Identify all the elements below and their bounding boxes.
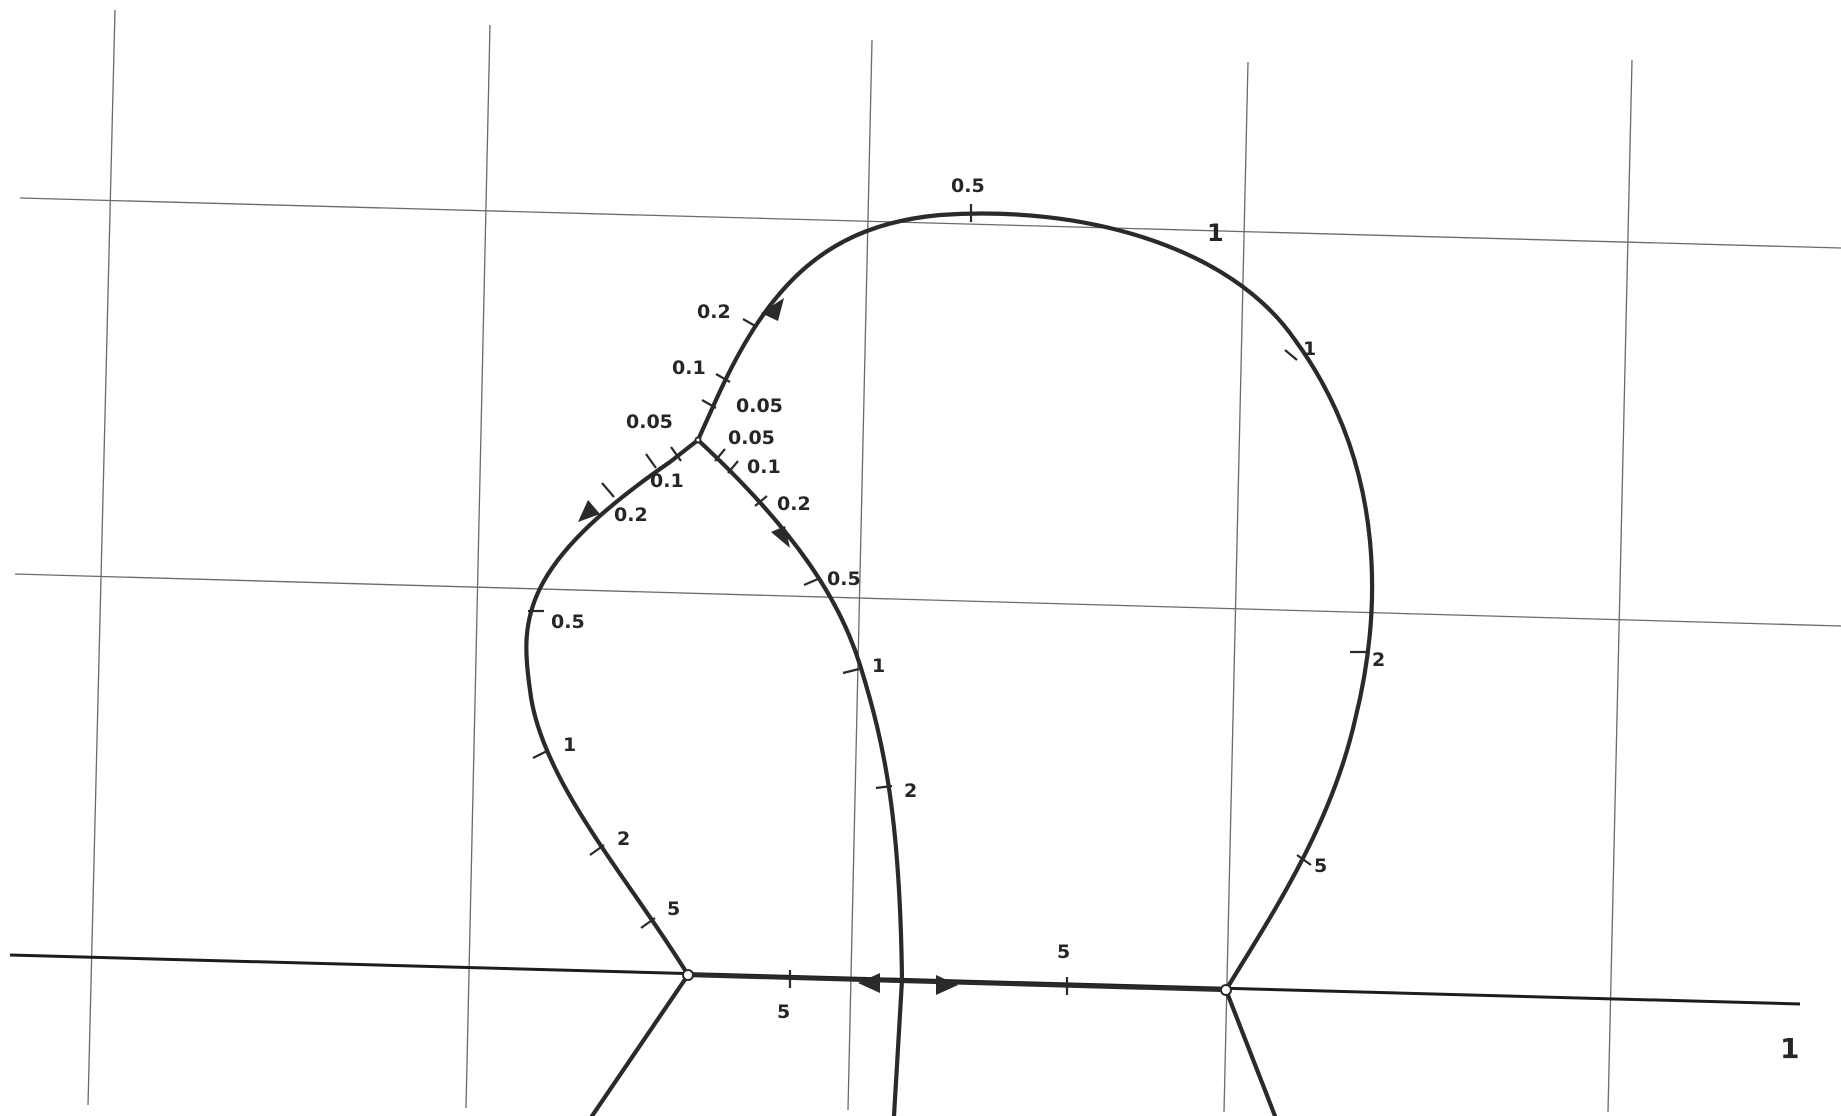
tick <box>601 482 615 498</box>
corner-label: 1 <box>1780 1032 1799 1065</box>
tick <box>715 373 731 383</box>
ticks-middle-branch <box>714 448 893 790</box>
grid-line-horizontal <box>14 573 1841 627</box>
ticks-outer-loop <box>701 204 1366 866</box>
arrow-axis-left <box>858 973 880 993</box>
tick <box>589 844 605 856</box>
outer-loop-label: 0.5 <box>951 175 985 197</box>
outer-loop-label: 1 <box>1303 338 1316 360</box>
tick <box>875 784 893 790</box>
grid-line-vertical <box>1223 61 1249 1113</box>
left-loop-label: 2 <box>617 828 630 850</box>
right-lower-branch <box>1223 987 1278 1116</box>
tick <box>842 667 860 675</box>
grid-line-vertical <box>1607 59 1633 1113</box>
grid-line-vertical <box>847 39 873 1111</box>
left-loop-label: 1 <box>563 734 576 756</box>
outer-loop-label: 2 <box>1372 649 1385 671</box>
tick <box>640 917 656 929</box>
left-loop-label: 0.2 <box>614 504 648 526</box>
outer-loop-label: 5 <box>1314 855 1327 877</box>
middle-branch-label: 0.1 <box>747 456 781 478</box>
tick <box>532 749 550 759</box>
arrow-axis-right <box>936 975 958 995</box>
grid-line-horizontal <box>19 197 1841 249</box>
tick <box>645 453 657 469</box>
pole-right <box>1220 984 1232 996</box>
real-axis-label: 5 <box>1057 941 1070 963</box>
outer-loop-label: 0.1 <box>672 357 706 379</box>
tick <box>742 318 758 328</box>
left-loop-label: 0.1 <box>650 470 684 492</box>
tick <box>1284 349 1298 361</box>
breakaway-point <box>694 436 702 444</box>
outer-loop-label: 0.05 <box>736 395 783 417</box>
arrow-middle-branch <box>771 526 790 548</box>
real-axis-label: 5 <box>777 1001 790 1023</box>
left-lower-branch <box>589 972 691 1116</box>
middle-branch-label: 0.2 <box>777 493 811 515</box>
middle-branch <box>695 437 905 1116</box>
ticks-real-axis <box>788 970 1069 995</box>
grid-line-vertical <box>87 9 116 1106</box>
outer-loop-label: 1 <box>1207 219 1224 247</box>
left-loop-label: 0.5 <box>551 611 585 633</box>
real-axis-segment <box>685 972 1229 993</box>
arrow-outer-loop <box>761 298 784 321</box>
middle-branch-label: 2 <box>904 780 917 802</box>
left-loop-label: 0.05 <box>626 411 673 433</box>
grid-line-vertical <box>465 24 491 1109</box>
outer-loop-label: 0.2 <box>697 301 731 323</box>
tick <box>670 446 682 462</box>
left-loop-label: 5 <box>667 898 680 920</box>
middle-branch-label: 0.05 <box>728 427 775 449</box>
tick <box>727 460 739 474</box>
grid <box>14 9 1841 1113</box>
middle-branch-label: 1 <box>872 655 885 677</box>
outer-loop-branch <box>695 211 1375 993</box>
tick <box>701 399 717 409</box>
tick <box>754 495 768 507</box>
tick <box>1296 854 1312 866</box>
pole-left <box>682 969 694 981</box>
left-loop-branch <box>524 437 701 978</box>
tick <box>803 577 819 587</box>
tick <box>714 448 726 462</box>
middle-branch-label: 0.5 <box>827 568 861 590</box>
ticks-left-loop <box>528 446 682 929</box>
arrow-left-loop <box>578 500 600 522</box>
